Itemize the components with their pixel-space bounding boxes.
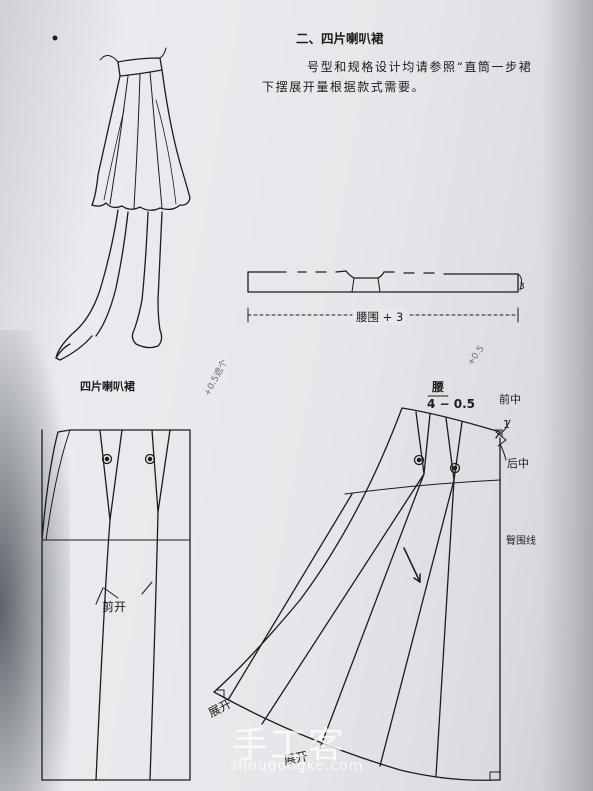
back-center-label: 后中 xyxy=(507,457,529,470)
straight-pattern xyxy=(41,429,191,781)
one-mark-label: 1 xyxy=(503,418,510,431)
illustration-caption: 四片喇叭裙 xyxy=(80,380,135,393)
waist-fraction-bottom: 4 − 0.5 xyxy=(427,397,476,411)
waistband-dimension-label: 腰围 + 3 xyxy=(353,309,407,325)
cut-open-label: 剪开 xyxy=(102,600,127,614)
intro-text-line2: 下摆展开量根据款式需要。 xyxy=(262,80,426,94)
page-edge-shadow xyxy=(541,0,593,791)
waist-fraction-top: 腰 xyxy=(432,380,445,394)
waistband-end-mark: 3 xyxy=(519,282,525,292)
flared-pattern xyxy=(213,395,511,781)
bullet-dot xyxy=(52,35,58,41)
page-shadow xyxy=(0,330,70,791)
intro-text-line1: 号型和规格设计均请参照“直筒一步裙 xyxy=(307,60,533,74)
hip-line-label: 臀围线 xyxy=(506,536,536,547)
skirt-illustration xyxy=(55,47,191,361)
section-heading: 二、四片喇叭裙 xyxy=(296,31,384,46)
watermark-brand: 手工客 xyxy=(232,725,347,766)
front-center-label: 前中 xyxy=(499,393,521,406)
watermark-site: shougongke.com xyxy=(230,758,364,774)
waistband-diagram xyxy=(247,270,523,323)
